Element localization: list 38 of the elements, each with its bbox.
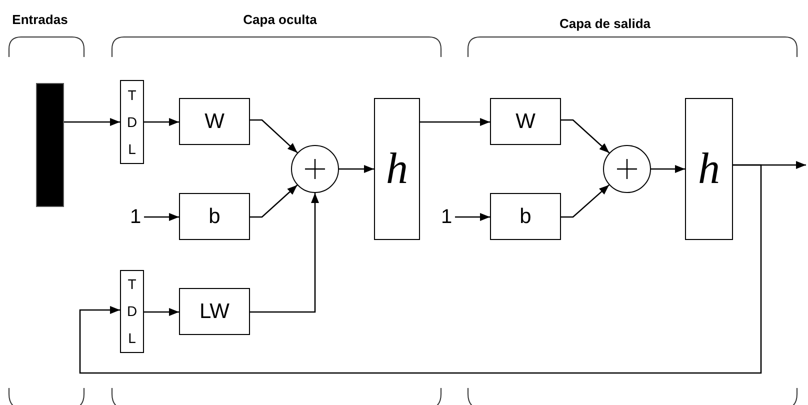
arrow xyxy=(250,184,298,218)
arrow xyxy=(561,184,610,218)
weight-box xyxy=(179,98,250,145)
weight-label: W xyxy=(516,108,536,135)
weight-label: W xyxy=(204,108,224,135)
weight-label: LW xyxy=(200,298,230,325)
arrow xyxy=(144,308,179,316)
weight-box xyxy=(179,193,250,240)
arrow xyxy=(339,165,374,173)
group-heading: Capa de salida xyxy=(558,15,652,33)
summing-junction xyxy=(603,145,651,193)
input-constant: 1 xyxy=(441,205,455,229)
arrow xyxy=(250,119,298,154)
arrow xyxy=(455,213,490,221)
weight-label: b xyxy=(520,204,532,230)
group-heading: Entradas xyxy=(11,11,69,29)
arrow xyxy=(651,165,685,173)
weight-box xyxy=(179,288,250,335)
input-constant: 1 xyxy=(130,205,144,229)
arrow xyxy=(144,213,179,221)
input-bar xyxy=(36,83,64,207)
activation-box xyxy=(374,98,420,240)
weight-box xyxy=(490,193,561,240)
group-heading: Capa oculta xyxy=(242,11,318,29)
weight-box xyxy=(490,98,561,145)
weight-label: b xyxy=(208,204,220,230)
delay-line-text: T D L xyxy=(127,86,137,158)
arrow xyxy=(561,119,610,154)
activation-box xyxy=(685,98,733,240)
delay-line-text: T D L xyxy=(127,275,137,348)
arrow xyxy=(79,164,762,374)
activation-symbol: h xyxy=(698,147,720,191)
arrow xyxy=(64,118,120,126)
arrow xyxy=(420,118,490,126)
activation-symbol: h xyxy=(386,147,408,191)
arrow xyxy=(250,193,319,313)
summing-junction xyxy=(291,145,339,193)
arrow xyxy=(144,118,179,126)
